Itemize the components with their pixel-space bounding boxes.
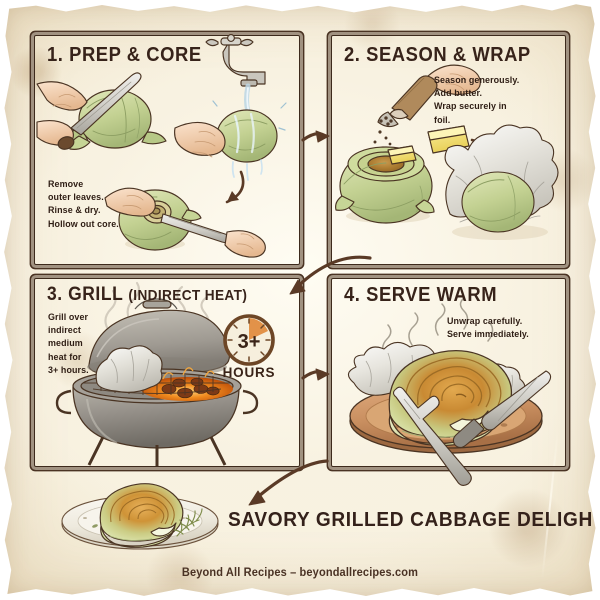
arrow-step1-to-step2 <box>301 130 330 143</box>
footer-credit: Beyond All Recipes – beyondallrecipes.co… <box>181 566 419 579</box>
art-foil-packet-on-grill <box>95 345 163 393</box>
paper-edge-bottom <box>0 588 600 600</box>
panel-3-subtitle: (INDIRECT HEAT) <box>128 288 248 304</box>
panel-3-note: Grill over indirect medium heat for 3+ h… <box>48 312 89 376</box>
illustration-grill <box>55 281 259 466</box>
arrow-step3-to-step4 <box>301 368 330 381</box>
art-cabbage-with-butter <box>335 145 435 224</box>
panel-1-title-text: PREP & CORE <box>69 44 202 66</box>
grill-time-label: HOURS <box>223 365 276 380</box>
art-fork <box>392 386 472 487</box>
panel-3-title: 3. GRILL (INDIRECT HEAT) <box>47 284 247 306</box>
art-rosemary-sprig <box>173 508 203 537</box>
grill-time-value: 3+ <box>238 331 261 353</box>
panel-3-number: 3. <box>47 284 63 305</box>
final-dish-title: SAVORY GRILLED CABBAGE DELIGHT <box>228 508 600 531</box>
panel-4-number: 4. <box>344 284 361 306</box>
panel-serve-warm: 4. SERVE WARM Unwrap carefully. Serve im… <box>331 278 566 487</box>
art-cabbage-wrapped-in-foil <box>444 124 559 240</box>
panel-season-wrap: 2. SEASON & WRAP Season generously. Add … <box>331 35 566 265</box>
art-embers-and-grate <box>83 367 233 401</box>
panel-2-note: Season generously. Add butter. Wrap secu… <box>434 75 520 126</box>
illustration-serve-warm <box>347 297 552 487</box>
panel-1-number: 1. <box>47 44 64 66</box>
art-steam-wisps <box>382 297 494 358</box>
arrow-step4-to-final <box>248 459 329 506</box>
paper-edge-top <box>0 0 600 13</box>
paper-edge-left <box>0 0 13 600</box>
panel-2-title: 2. SEASON & WRAP <box>344 44 531 67</box>
grill-time-badge: 3+ HOURS <box>216 309 282 380</box>
art-grilled-cabbage-wedge <box>99 483 184 548</box>
panel-2-number: 2. <box>344 44 361 66</box>
illustration-prep-core <box>36 34 287 258</box>
panel-1-title: 1. PREP & CORE <box>47 44 202 67</box>
panel-prep-core: 1. PREP & CORE Remove outer leaves. Rins… <box>34 34 300 265</box>
panel-4-title: 4. SERVE WARM <box>344 284 497 307</box>
art-knife <box>452 370 552 449</box>
illustration-season-wrap <box>335 64 559 240</box>
clock-icon <box>223 314 275 366</box>
art-rinsing-cabbage <box>174 34 287 181</box>
panel-2-title-text: SEASON & WRAP <box>366 44 531 66</box>
panel-3-title-text: GRILL <box>68 284 123 305</box>
panel-4-title-text: SERVE WARM <box>366 284 498 306</box>
panel-grill: 3. GRILL (INDIRECT HEAT) Grill over indi… <box>34 278 300 467</box>
panel-1-note: Remove outer leaves. Rinse & dry. Hollow… <box>48 179 119 230</box>
final-plated-cabbage <box>61 483 219 550</box>
art-hand-trimming-cabbage <box>36 72 167 150</box>
panel-4-note: Unwrap carefully. Serve immediately. <box>447 316 529 341</box>
art-hollowing-core <box>104 187 266 258</box>
